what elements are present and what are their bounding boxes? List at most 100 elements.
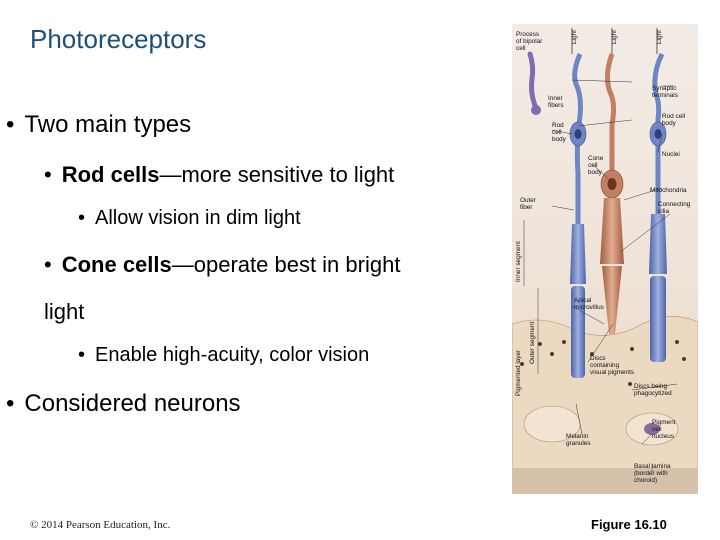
rod-nucleus-right — [654, 129, 662, 139]
label-line: Mitochondria — [650, 187, 687, 194]
bullet-marker: • — [6, 390, 15, 417]
label-line: Basal lamina — [634, 463, 671, 470]
light-label: Light — [656, 30, 663, 44]
label-outer-fiber: Outer fiber — [520, 197, 538, 211]
bullet-color-vision: • Enable high-acuity, color vision — [78, 344, 369, 367]
bipolar-terminal — [531, 105, 541, 115]
label-process-bipolar: Process of bipolar cell — [516, 31, 544, 52]
label-line: body — [588, 169, 603, 176]
label-connecting-cilia: Connecting cilia — [658, 201, 692, 215]
figure-number: Figure 16.10 — [591, 517, 667, 532]
rod-inner-segment — [570, 224, 586, 284]
label-line: Melanin — [566, 433, 589, 440]
label-leader-lines — [551, 79, 678, 472]
bullet-text: Enable high-acuity, color vision — [95, 344, 370, 366]
label-line: visual pigments — [590, 369, 634, 376]
label-line: nucleus — [652, 433, 674, 440]
label-inner-fibers: Inner fibers — [548, 95, 564, 109]
basal-lamina-band — [512, 468, 698, 494]
bullet-cone-continuation: light — [44, 299, 85, 324]
label-line: phagocytized — [634, 390, 672, 397]
label-line: Rod — [552, 122, 564, 129]
rod-inner-fiber-right — [652, 52, 665, 214]
bullet-text: —more sensitive to light — [159, 162, 395, 187]
label-pigment-cell-nucleus: Pigment cell nucleus — [652, 419, 677, 440]
bullet-rod-cells: • Rod cells—more sensitive to light — [44, 162, 394, 188]
label-line: body — [662, 120, 677, 127]
bullet-text: —operate best in bright — [171, 252, 401, 277]
bullet-dim-light: • Allow vision in dim light — [78, 207, 301, 230]
bullet-bold-term: Rod cells — [61, 162, 160, 187]
bipolar-process — [527, 51, 539, 111]
label-basal-lamina: Basal lamina (border with choroid) — [634, 463, 672, 484]
pigmented-layer-label: Pigmented layer — [515, 349, 522, 396]
melanin-granules — [520, 340, 686, 386]
light-label: Light — [611, 30, 618, 44]
label-line: Inner — [548, 95, 563, 102]
label-cone-cell-body: Cone cell body — [588, 155, 605, 176]
bullet-marker: • — [44, 162, 52, 187]
slide-title: Photoreceptors — [30, 24, 207, 54]
label-line: Pigment — [652, 419, 676, 426]
cone-nucleus — [607, 178, 617, 190]
label-melanin-granules: Melanin granules — [566, 433, 591, 447]
label-apical-microvillus: Apical microvillus — [574, 297, 604, 311]
label-line: cell — [552, 129, 562, 136]
rod-outer-segment-right — [650, 276, 666, 362]
label-line: microvillus — [574, 304, 604, 311]
label-line: (border with — [634, 470, 668, 477]
label-line: cell — [652, 426, 662, 433]
bullet-text: Two main types — [24, 111, 192, 138]
label-mitochondria: Mitochondria — [650, 187, 687, 194]
label-line: Rod cell — [662, 113, 685, 120]
rod-outer-segment — [571, 286, 585, 378]
cone-fiber — [604, 53, 617, 174]
bullet-text: Considered neurons — [24, 390, 241, 417]
label-line: cilia — [658, 208, 669, 215]
label-line: Outer — [520, 197, 537, 204]
pigment-cell-nucleus — [644, 423, 660, 435]
light-label: Light — [571, 30, 578, 44]
label-line: fiber — [520, 204, 533, 211]
label-line: of bipolar — [516, 38, 543, 45]
bullet-cone-cells: •Cone cells—operate best in bright — [44, 252, 400, 278]
bullet-text: Allow vision in dim light — [95, 207, 301, 229]
cone-inner-segment — [600, 198, 624, 264]
label-line: granules — [566, 440, 591, 447]
label-line: cell — [516, 45, 526, 52]
label-synaptic-terminals: Synaptic terminals — [652, 85, 678, 99]
label-line: Discs being — [634, 383, 667, 390]
label-line: Synaptic — [652, 85, 677, 92]
label-line: Process — [516, 31, 539, 38]
label-nuclei: Nuclei — [662, 151, 680, 158]
photoreceptor-figure: Light Light Light — [512, 24, 698, 494]
label-line: Apical — [574, 297, 591, 304]
label-line: body — [552, 136, 567, 143]
label-rod-cell-body-right: Rod cell body — [662, 113, 687, 127]
bullet-two-main-types: • Two main types — [6, 111, 191, 139]
rod-inner-segment-right — [649, 214, 667, 274]
label-line: containing — [590, 362, 620, 369]
label-discs-phagocytized: Discs being phagocytized — [634, 383, 672, 397]
label-line: Nuclei — [662, 151, 680, 158]
label-rod-cell-body-left: Rod cell body — [552, 122, 567, 143]
inner-segment-label: Inner segment — [515, 241, 522, 282]
label-line: Cone — [588, 155, 604, 162]
label-discs-visual-pigments: Discs containing visual pigments — [590, 355, 634, 376]
outer-segment-label: Outer segment — [529, 322, 536, 364]
label-line: Connecting — [658, 201, 691, 208]
copyright-credit: © 2014 Pearson Education, Inc. — [30, 519, 171, 531]
label-line: choroid) — [634, 477, 657, 484]
bullet-marker: • — [78, 344, 86, 366]
bullet-considered-neurons: • Considered neurons — [6, 390, 241, 418]
label-line: terminals — [652, 92, 678, 99]
photoreceptor-illustration: Light Light Light — [512, 24, 698, 494]
label-line: cell — [588, 162, 598, 169]
cone-outer-segment — [602, 266, 622, 334]
bullet-marker: • — [44, 252, 52, 277]
bullet-marker: • — [78, 207, 86, 229]
label-line: fibers — [548, 102, 564, 109]
label-line: Discs — [590, 355, 606, 362]
bullet-marker: • — [6, 111, 15, 138]
